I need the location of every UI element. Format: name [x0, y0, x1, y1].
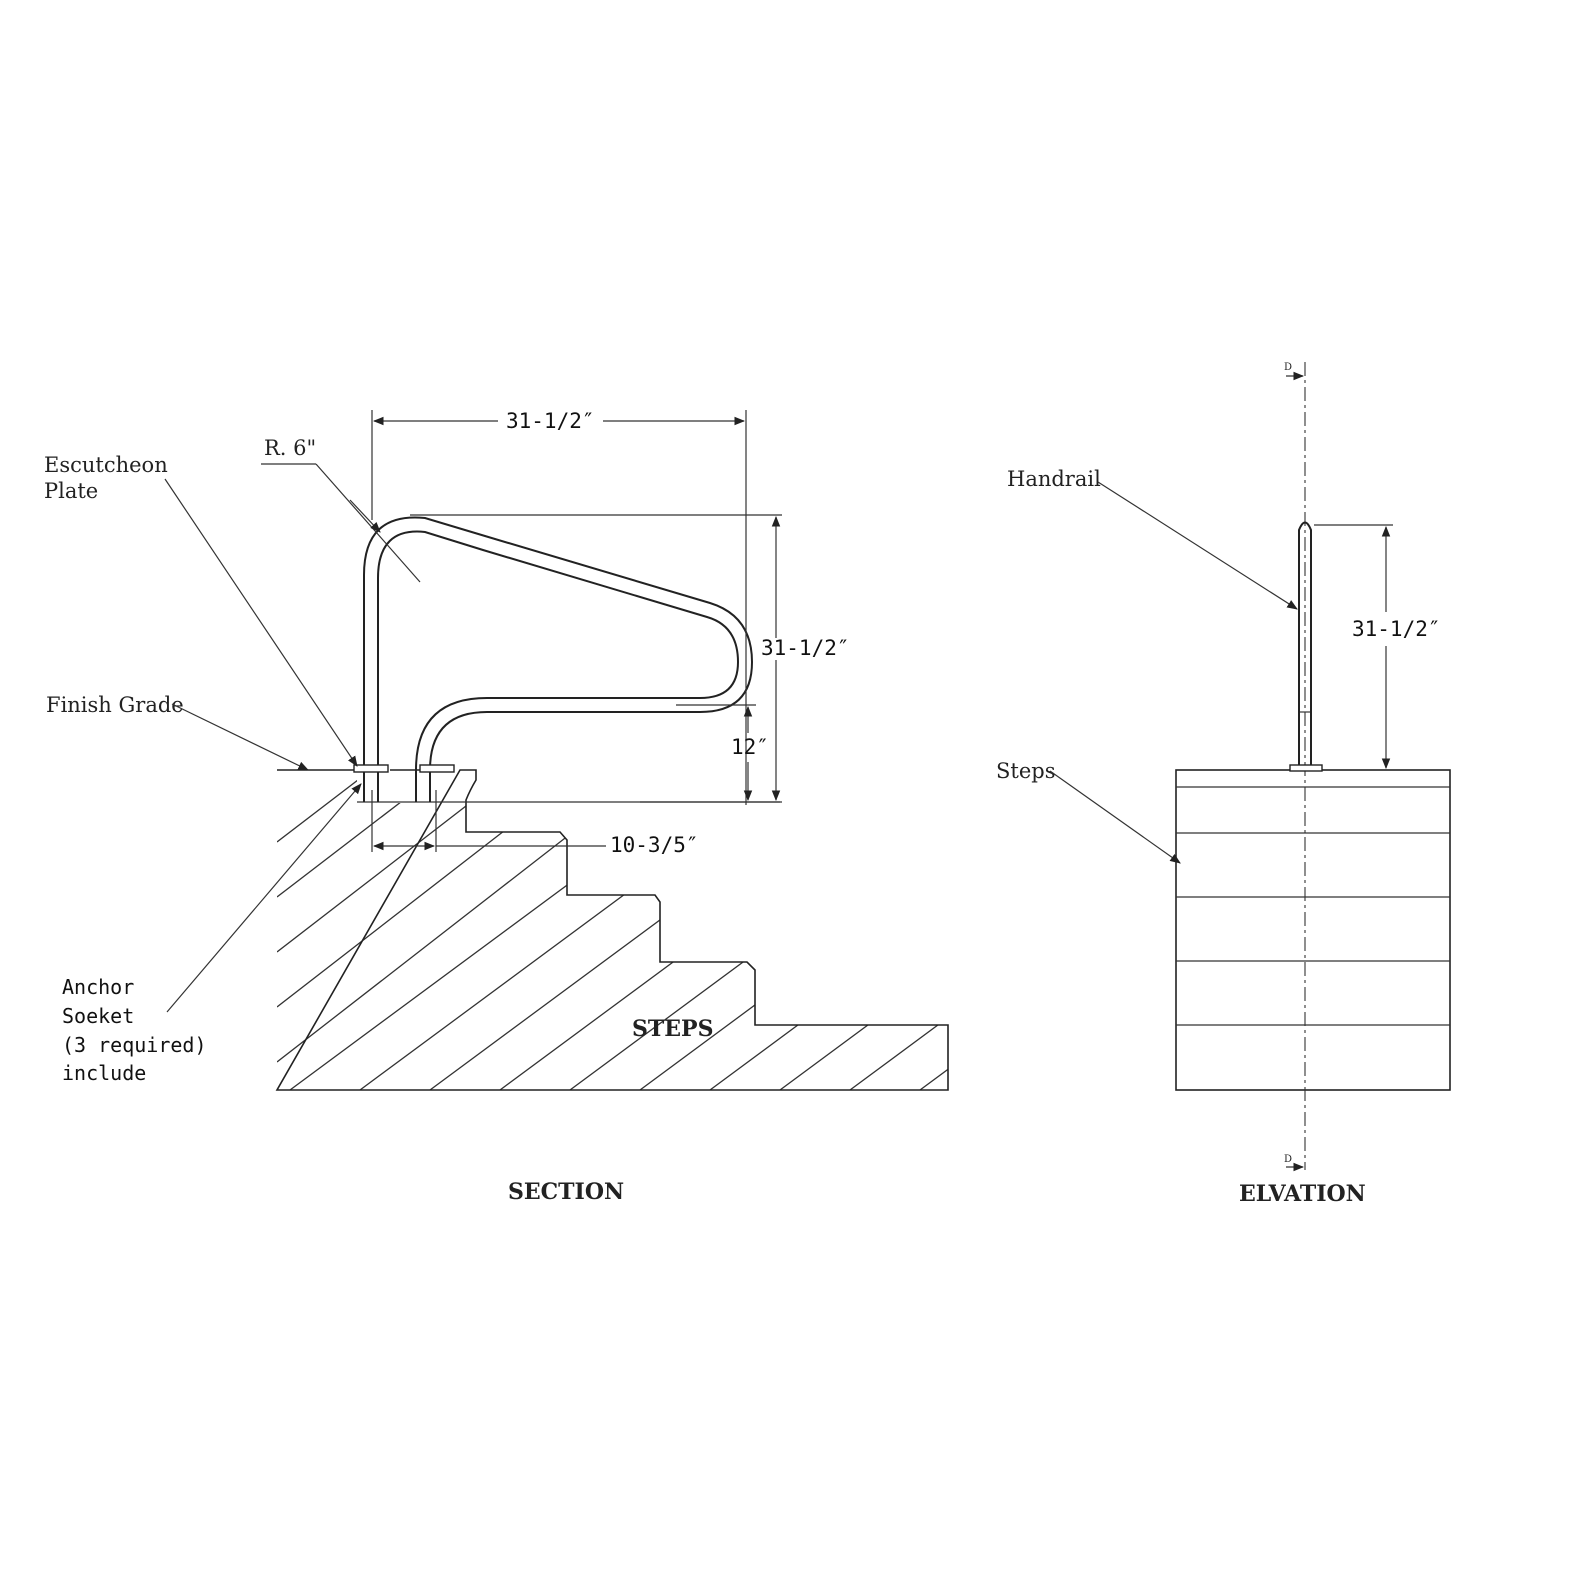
elevation-handrail [1289, 521, 1323, 772]
elevation-escutcheon-plate [1289, 764, 1323, 772]
section-title: SECTION [508, 1179, 624, 1205]
elevation-view: D D 31-1/2″ Handrail Steps ELVATION [996, 362, 1451, 1207]
elevation-steps-outline [1175, 769, 1451, 1091]
centerline-mark-top: D [1284, 362, 1292, 373]
escutcheon-label-line1: Escutcheon [44, 453, 168, 477]
escutcheon-plate-2 [419, 764, 455, 773]
handrail-tube-inner [377, 530, 740, 802]
radius-label: R. 6" [264, 436, 316, 460]
section-handrail [353, 516, 754, 802]
steps-hatching [277, 770, 948, 1090]
elevation-steps [1175, 769, 1451, 1091]
section-steps-block: STEPS [275, 769, 949, 1091]
elevation-steps-label: Steps [996, 759, 1055, 783]
escutcheon-label-line2: Plate [44, 479, 98, 503]
section-dimensions: 31-1/2″ 31-1/2″ 12″ 10-3/5″ [371, 409, 850, 857]
dim-height-label: 31-1/2″ [761, 636, 850, 660]
elevation-title: ELVATION [1239, 1181, 1366, 1207]
handrail-tube-outer [363, 516, 754, 802]
dim-width-label: 31-1/2″ [506, 409, 595, 433]
centerline-mark-bottom: D [1284, 1154, 1292, 1165]
escutcheon-plate-1 [353, 764, 389, 773]
dim-spacing-label: 10-3/5″ [610, 833, 699, 857]
anchor-label-line2: Soeket [62, 1004, 134, 1028]
anchor-label-line4: include [62, 1061, 146, 1085]
handrail-label: Handrail [1007, 467, 1101, 491]
finish-grade-label: Finish Grade [46, 693, 184, 717]
elevation-dimensions: 31-1/2″ [1314, 524, 1441, 770]
section-view: STEPS 31-1/2″ 31-1/2″ [44, 409, 949, 1205]
anchor-label-line3: (3 required) [62, 1033, 207, 1057]
anchor-label-line1: Anchor [62, 975, 134, 999]
steps-outline [275, 769, 949, 1091]
steps-label: STEPS [632, 1016, 713, 1042]
dim-lower-label: 12″ [731, 735, 769, 759]
section-callouts: Escutcheon Plate R. 6" Finish Grade Anch… [44, 436, 421, 1085]
elevation-dim-height-label: 31-1/2″ [1352, 617, 1441, 641]
